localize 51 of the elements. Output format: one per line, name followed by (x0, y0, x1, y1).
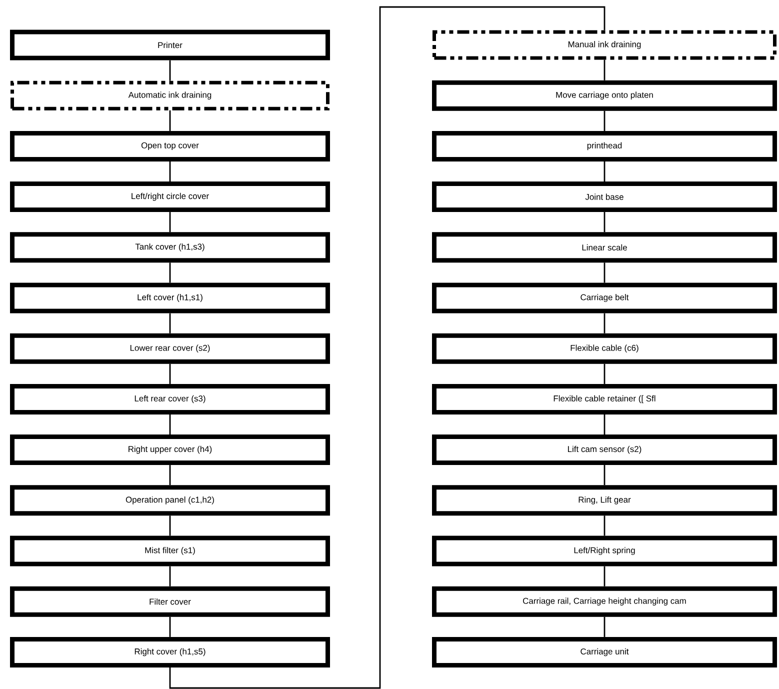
connector-line (604, 465, 606, 486)
connector-line (169, 60, 171, 81)
step-box: Operation panel (c1,h2) (10, 485, 330, 516)
connector-line (169, 110, 171, 131)
step-box: Joint base (432, 182, 777, 212)
connector-line (604, 110, 606, 131)
dashed-step-box: Manual ink draining (432, 30, 776, 60)
connector-line (604, 313, 606, 334)
step-box: Left cover (h1,s1) (10, 282, 330, 314)
connector-line (604, 414, 606, 435)
step-box: Tank cover (h1,s3) (10, 232, 330, 263)
connector-line (169, 516, 171, 536)
step-box: Carriage rail, Carriage height changing cam (432, 586, 777, 617)
connector-line (169, 161, 171, 182)
step-box: Lower rear cover (s2) (10, 333, 330, 364)
connector-line (604, 212, 606, 232)
connector-line (169, 414, 171, 435)
connector-line (169, 566, 171, 586)
connector-line (169, 364, 171, 384)
connector-line (169, 262, 171, 283)
step-box: Right cover (h1,s5) (10, 636, 330, 668)
step-box: Linear scale (432, 232, 777, 263)
step-box: Open top cover (10, 130, 330, 162)
step-box: Left/right circle cover (10, 182, 330, 212)
connector-line (604, 60, 606, 80)
step-box: Flexible cable retainer ([ Sfl (432, 384, 777, 414)
connector-line (604, 161, 606, 182)
step-box: Move carriage onto platen (432, 80, 777, 111)
step-box: printhead (432, 130, 777, 162)
connector-line (169, 6, 606, 689)
step-box: Filter cover (10, 586, 330, 617)
dashed-step-box: Automatic ink draining (10, 80, 330, 110)
step-box: Carriage unit (432, 636, 777, 668)
connector-line (604, 262, 606, 283)
step-box: Carriage belt (432, 282, 777, 314)
step-box: Lift cam sensor (s2) (432, 434, 777, 466)
step-box: Left rear cover (s3) (10, 384, 330, 414)
connector-line (169, 616, 171, 637)
step-box: Right upper cover (h4) (10, 434, 330, 466)
step-box: Left/Right spring (432, 536, 777, 566)
connector-line (604, 616, 606, 637)
step-box: Mist filter (s1) (10, 536, 330, 566)
step-box: Flexible cable (c6) (432, 333, 777, 364)
connector-line (604, 566, 606, 586)
connector-line (604, 364, 606, 384)
connector-line (169, 465, 171, 486)
connector-line (604, 516, 606, 536)
connector-line (169, 212, 171, 232)
step-box: Printer (10, 30, 330, 60)
connector-line (169, 313, 171, 334)
step-box: Ring, Lift gear (432, 485, 777, 516)
